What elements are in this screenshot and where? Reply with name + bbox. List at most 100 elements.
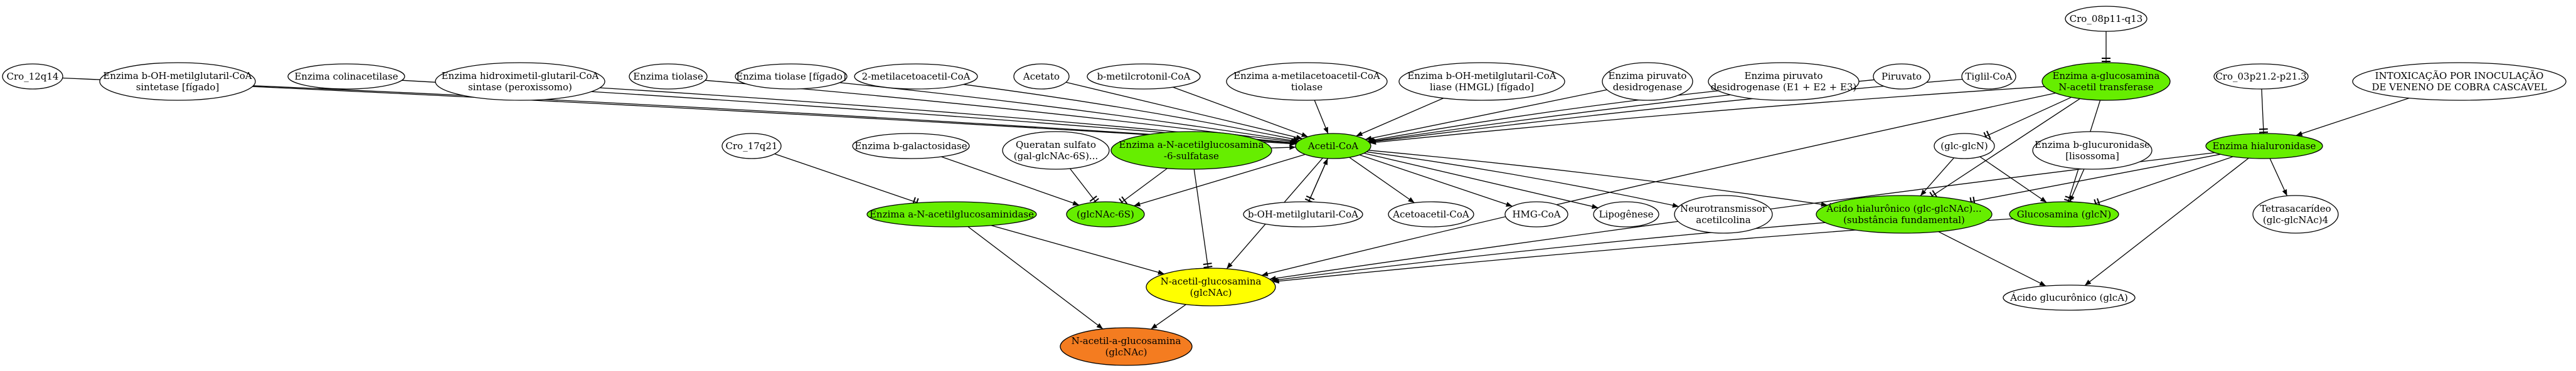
node-label: (substância fundamental) (1843, 214, 1965, 226)
node-ellipse (2041, 62, 2171, 101)
node-label: b-metilcrotonil-CoA (1097, 71, 1191, 82)
node-ellipse (721, 133, 782, 159)
node-label: N-acetil transferase (2058, 81, 2154, 93)
edge-nacetilase-to-nacetilglc (991, 225, 1165, 275)
node-ellipse (629, 63, 708, 90)
node-label: Enzima tiolase [fígado] (736, 71, 846, 82)
node-ellipse (287, 63, 405, 90)
edge-acetilcoa-to-acidohial (1368, 150, 1828, 207)
edge-acetilcoa-to-hmgcoa (1359, 154, 1513, 207)
node-colina[interactable]: Enzima colinacetilase (287, 63, 405, 90)
node-label: DE VENENO DE COBRA CASCAVEL (2371, 81, 2547, 93)
edge-amaceto-to-acetilcoa (1314, 100, 1329, 134)
node-metilaceto[interactable]: 2-metilacetoacetil-CoA (854, 63, 978, 90)
node-ellipse (2252, 195, 2339, 234)
node-label: Neurotransmissor (1680, 203, 1767, 214)
node-cro08[interactable]: Cro_08p11-q13 (2065, 6, 2148, 32)
node-ellipse (1013, 63, 1070, 90)
node-ellipse (435, 62, 605, 101)
node-acidoglucur[interactable]: Ácido glucurônico (glcA) (2003, 285, 2136, 311)
node-ellipse (2003, 285, 2136, 311)
node-acetoacetil[interactable]: Acetoacetil-CoA (1388, 201, 1474, 227)
edge-bmetil-to-acetilcoa (1173, 86, 1308, 137)
node-ellipse (2032, 131, 2153, 170)
node-label: Tiglil-CoA (1965, 71, 2012, 82)
node-tetra[interactable]: Tetrasacarídeo(glc-glcNAc)4 (2252, 195, 2339, 234)
node-hidroxi[interactable]: Enzima hidroximetil-glutaril-CoAsintase … (435, 62, 605, 101)
edge-acetilcoa-to-glcnac6s (1134, 154, 1306, 207)
node-label: Enzima piruvato (1609, 70, 1687, 81)
node-ellipse (1816, 195, 1993, 234)
node-label: liase (HMGL) [fígado] (1430, 81, 1534, 93)
edge-nacetilglc-to-nacetilaglc (1151, 304, 1186, 330)
edge-sulfatase-to-glcnac6s (1119, 168, 1168, 206)
node-tiolase[interactable]: Enzima tiolase (629, 63, 708, 90)
node-queratan[interactable]: Queratan sulfato(gal-glcNAc-6S)... (1002, 131, 1110, 170)
node-nacetilaglc[interactable]: N-acetil-a-glucosamina(glcNAc) (1060, 327, 1193, 366)
node-glucosamina[interactable]: Glucosamina (glcN) (2009, 201, 2119, 227)
node-tiolasef[interactable]: Enzima tiolase [fígado] (735, 63, 848, 90)
node-cro12[interactable]: Cro_12q14 (2, 63, 63, 90)
node-glcnac6s[interactable]: (glcNAc-6S) (1066, 201, 1145, 227)
edge-hialur-to-acidoglucur (2084, 157, 2249, 286)
node-bglucur[interactable]: Enzima b-glucuronidase[lisossoma] (2032, 131, 2153, 170)
node-label: Enzima b-galactosidase (854, 140, 967, 152)
node-acidohial[interactable]: Ácido hialurônico (glc-glcNAc)...(substâ… (1816, 195, 1993, 234)
node-label: (glcNAc) (1190, 287, 1232, 298)
node-bgalac[interactable]: Enzima b-galactosidase (852, 133, 970, 159)
node-lipog[interactable]: Lipogênese (1593, 201, 1659, 227)
node-nacetilase[interactable]: Enzima a-N-acetilglucosaminidase (866, 201, 1037, 227)
edge-intox-to-hialur (2296, 97, 2410, 136)
node-label: Enzima tiolase (633, 71, 703, 82)
node-acetilcoa[interactable]: Acetil-CoA (1295, 133, 1371, 159)
node-tiglil[interactable]: Tiglil-CoA (1961, 63, 2016, 90)
edge-hialur-to-glucosamina (2094, 156, 2233, 208)
node-label: b-OH-metilglutaril-CoA (1248, 209, 1358, 220)
edge-hialur-to-tetra (2269, 158, 2288, 196)
edge-glucacetil-to-acetilcoa (1370, 86, 2045, 145)
node-cro03[interactable]: Cro_03p21.2-p21.3 (2213, 63, 2309, 90)
node-label: N-acetil-a-glucosamina (1072, 335, 1181, 347)
node-label: sintetase [fígado] (136, 81, 220, 93)
node-piruvato[interactable]: Piruvato (1873, 63, 1930, 90)
node-ellipse (1961, 63, 2016, 90)
node-acetato[interactable]: Acetato (1013, 63, 1070, 90)
edge-glucacetil-to-nacetilglc (1261, 92, 2056, 276)
node-label: Cro_12q14 (7, 71, 59, 82)
node-hialur[interactable]: Enzima hialuronidase (2205, 133, 2323, 159)
node-ellipse (1388, 201, 1474, 227)
node-ellipse (1398, 62, 1565, 101)
node-label: Enzima a-N-acetilglucosaminidase (870, 209, 1034, 220)
edge-hmgsyn-to-acetilcoa (253, 85, 1296, 147)
node-label: Enzima hidroximetil-glutaril-CoA (442, 70, 599, 81)
edge-acetilcoa-to-lipog (1363, 152, 1599, 209)
node-label: Glucosamina (glcN) (2017, 209, 2112, 220)
node-glcn[interactable]: (glc-glcN) (1934, 133, 1995, 159)
node-sulfatase[interactable]: Enzima a-N-acetilglucosamina-6-sulfatase (1110, 131, 1272, 170)
node-label: Enzima b-OH-metilglutaril-CoA (1407, 70, 1556, 81)
node-hmgcoa[interactable]: HMG-CoA (1504, 201, 1568, 227)
node-label: (glcNAc-6S) (1077, 209, 1134, 220)
node-nacetilglc[interactable]: N-acetil-glucosamina(glcNAc) (1146, 268, 1276, 306)
node-ellipse (1146, 268, 1276, 306)
node-label: Acetato (1023, 71, 1060, 82)
edge-bgalac-to-glcnac6s (941, 156, 1080, 206)
node-ellipse (99, 62, 256, 101)
node-ellipse (2065, 6, 2148, 32)
node-label: Enzima b-OH-metilglutaril-CoA (103, 70, 252, 81)
node-bohmetil[interactable]: b-OH-metilglutaril-CoA (1243, 201, 1363, 227)
node-ellipse (1002, 131, 1110, 170)
node-bmetil[interactable]: b-metilcrotonil-CoA (1087, 63, 1201, 90)
node-cro17[interactable]: Cro_17q21 (721, 133, 782, 159)
node-ellipse (1226, 62, 1388, 101)
node-label: tiolase (1291, 81, 1323, 93)
